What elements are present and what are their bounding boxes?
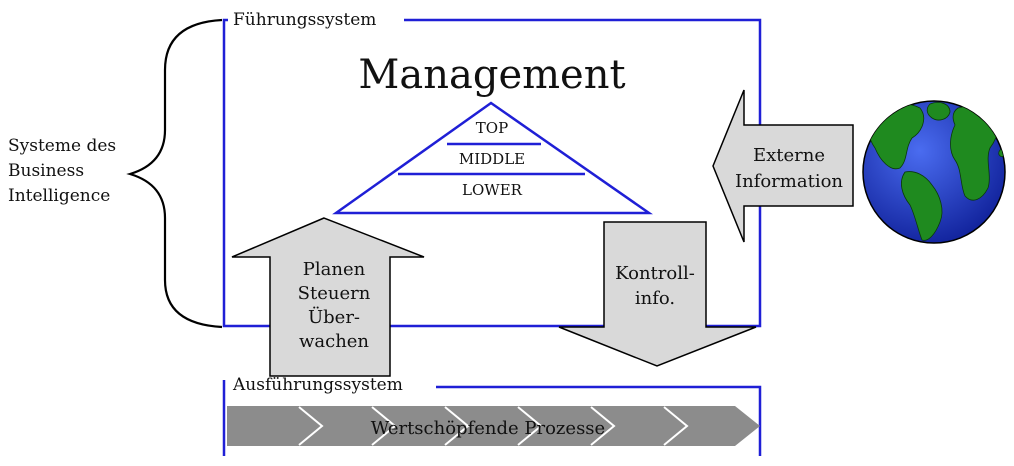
pyramid-label-top: TOP: [476, 119, 508, 137]
kontrollinfo-line-1: Kontroll-: [615, 263, 695, 284]
fuehrungssystem-frame: [222, 18, 762, 328]
ausfuehrungssystem-frame: [222, 380, 762, 456]
management-title: Management: [358, 52, 625, 98]
process-label: Wertschöpfende Prozesse: [371, 418, 605, 439]
bi-label-line-2: Business: [8, 161, 84, 181]
process-chevron-1: [298, 406, 324, 446]
externe-information-arrow: [712, 89, 854, 243]
pyramid-label-lower: LOWER: [462, 181, 523, 199]
globe-icon: [862, 100, 1006, 244]
process-chevron-5: [590, 406, 616, 446]
planen-line-3: Über-: [308, 305, 360, 328]
planen-steuern-arrow: [231, 217, 425, 377]
bi-label-line-1: Systeme des: [8, 136, 116, 156]
ausfuehrungssystem-title: Ausführungssystem: [232, 375, 403, 395]
bi-curly-brace: [126, 18, 223, 329]
bi-label: Systeme des Business Intelligence: [8, 136, 116, 206]
management-pyramid: [332, 101, 653, 215]
process-chevron-2: [371, 406, 397, 446]
process-chevron-4: [517, 406, 543, 446]
externe-information-line-2: Information: [735, 171, 843, 192]
planen-line-1: Planen: [303, 259, 366, 280]
externe-information-line-1: Externe: [753, 145, 825, 166]
kontrollinfo-arrow: [558, 221, 757, 367]
fuehrungssystem-title: Führungssystem: [233, 10, 376, 30]
planen-line-4: wachen: [299, 331, 369, 352]
process-chevron-6: [663, 406, 689, 446]
process-chevron-3: [444, 406, 470, 446]
planen-line-2: Steuern: [298, 283, 371, 304]
pyramid-label-middle: MIDDLE: [459, 150, 525, 168]
kontrollinfo-line-2: info.: [635, 288, 675, 309]
process-band: [227, 406, 760, 446]
bi-label-line-3: Intelligence: [8, 186, 110, 206]
